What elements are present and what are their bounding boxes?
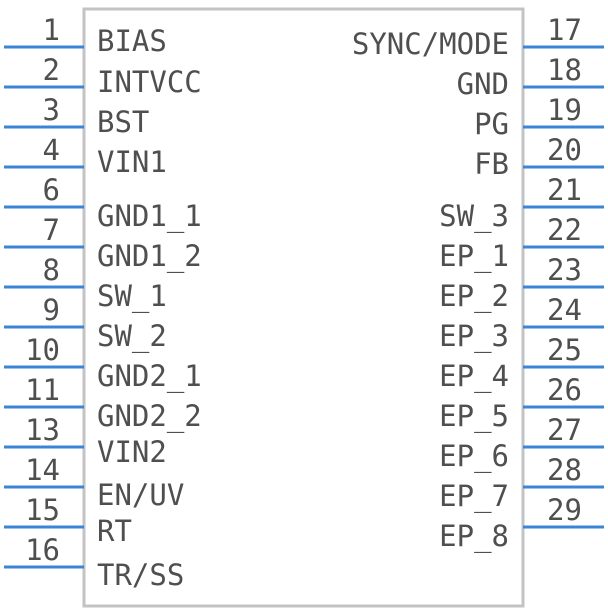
pin-11-label: GND2_2 — [97, 399, 202, 434]
pin-20-label: FB — [474, 147, 509, 181]
pin-1-number: 1 — [43, 13, 60, 47]
pin-19-number: 19 — [547, 93, 582, 127]
pin-28-label: EP_7 — [439, 479, 509, 514]
pin-25-label: EP_4 — [439, 359, 509, 394]
pin-28-number: 28 — [547, 453, 582, 487]
pin-14-number: 14 — [25, 453, 60, 487]
pin-24-number: 24 — [547, 293, 582, 327]
pin-7-label: GND1_2 — [97, 239, 202, 274]
pin-8-label: SW_1 — [97, 279, 167, 314]
pin-13-label: VIN2 — [97, 435, 167, 469]
pin-16-label: TR/SS — [97, 558, 184, 592]
pin-14-label: EN/UV — [97, 478, 184, 512]
pin-9-label: SW_2 — [97, 319, 167, 354]
pin-20-number: 20 — [547, 133, 582, 167]
pin-23-label: EP_2 — [439, 279, 509, 314]
pin-11-number: 11 — [25, 373, 60, 407]
pin-6-label: GND1_1 — [97, 199, 202, 234]
pin-3-label: BST — [97, 105, 149, 139]
pin-29-label: EP_8 — [439, 519, 509, 554]
pin-19-label: PG — [474, 107, 509, 141]
pin-2-label: INTVCC — [97, 65, 202, 99]
pin-24-label: EP_3 — [439, 319, 509, 354]
pin-27-number: 27 — [547, 413, 582, 447]
pin-1-label: BIAS — [97, 24, 167, 58]
pin-4-number: 4 — [43, 133, 60, 167]
pin-26-number: 26 — [547, 373, 582, 407]
pin-21-number: 21 — [547, 173, 582, 207]
pin-25-number: 25 — [547, 333, 582, 367]
pin-15-label: RT — [97, 514, 132, 548]
pin-22-number: 22 — [547, 213, 582, 247]
pin-13-number: 13 — [25, 413, 60, 447]
pin-10-number: 10 — [25, 333, 60, 367]
pin-18-number: 18 — [547, 53, 582, 87]
pin-22-label: EP_1 — [439, 239, 509, 274]
pin-8-number: 8 — [43, 253, 60, 287]
pin-2-number: 2 — [43, 53, 60, 87]
pin-21-label: SW_3 — [439, 199, 509, 234]
pin-26-label: EP_5 — [439, 399, 509, 434]
pin-29-number: 29 — [547, 493, 582, 527]
pin-16-number: 16 — [25, 533, 60, 567]
pin-7-number: 7 — [43, 213, 60, 247]
pin-9-number: 9 — [43, 293, 60, 327]
pin-15-number: 15 — [25, 493, 60, 527]
component-body — [82, 7, 525, 608]
pin-6-number: 6 — [43, 173, 60, 207]
pin-10-label: GND2_1 — [97, 359, 202, 394]
pin-27-label: EP_6 — [439, 439, 509, 474]
pin-17-number: 17 — [547, 13, 582, 47]
pin-23-number: 23 — [547, 253, 582, 287]
pin-4-label: VIN1 — [97, 145, 167, 179]
pin-17-label: SYNC/MODE — [352, 27, 509, 61]
pin-3-number: 3 — [43, 93, 60, 127]
pin-18-label: GND — [457, 67, 509, 101]
